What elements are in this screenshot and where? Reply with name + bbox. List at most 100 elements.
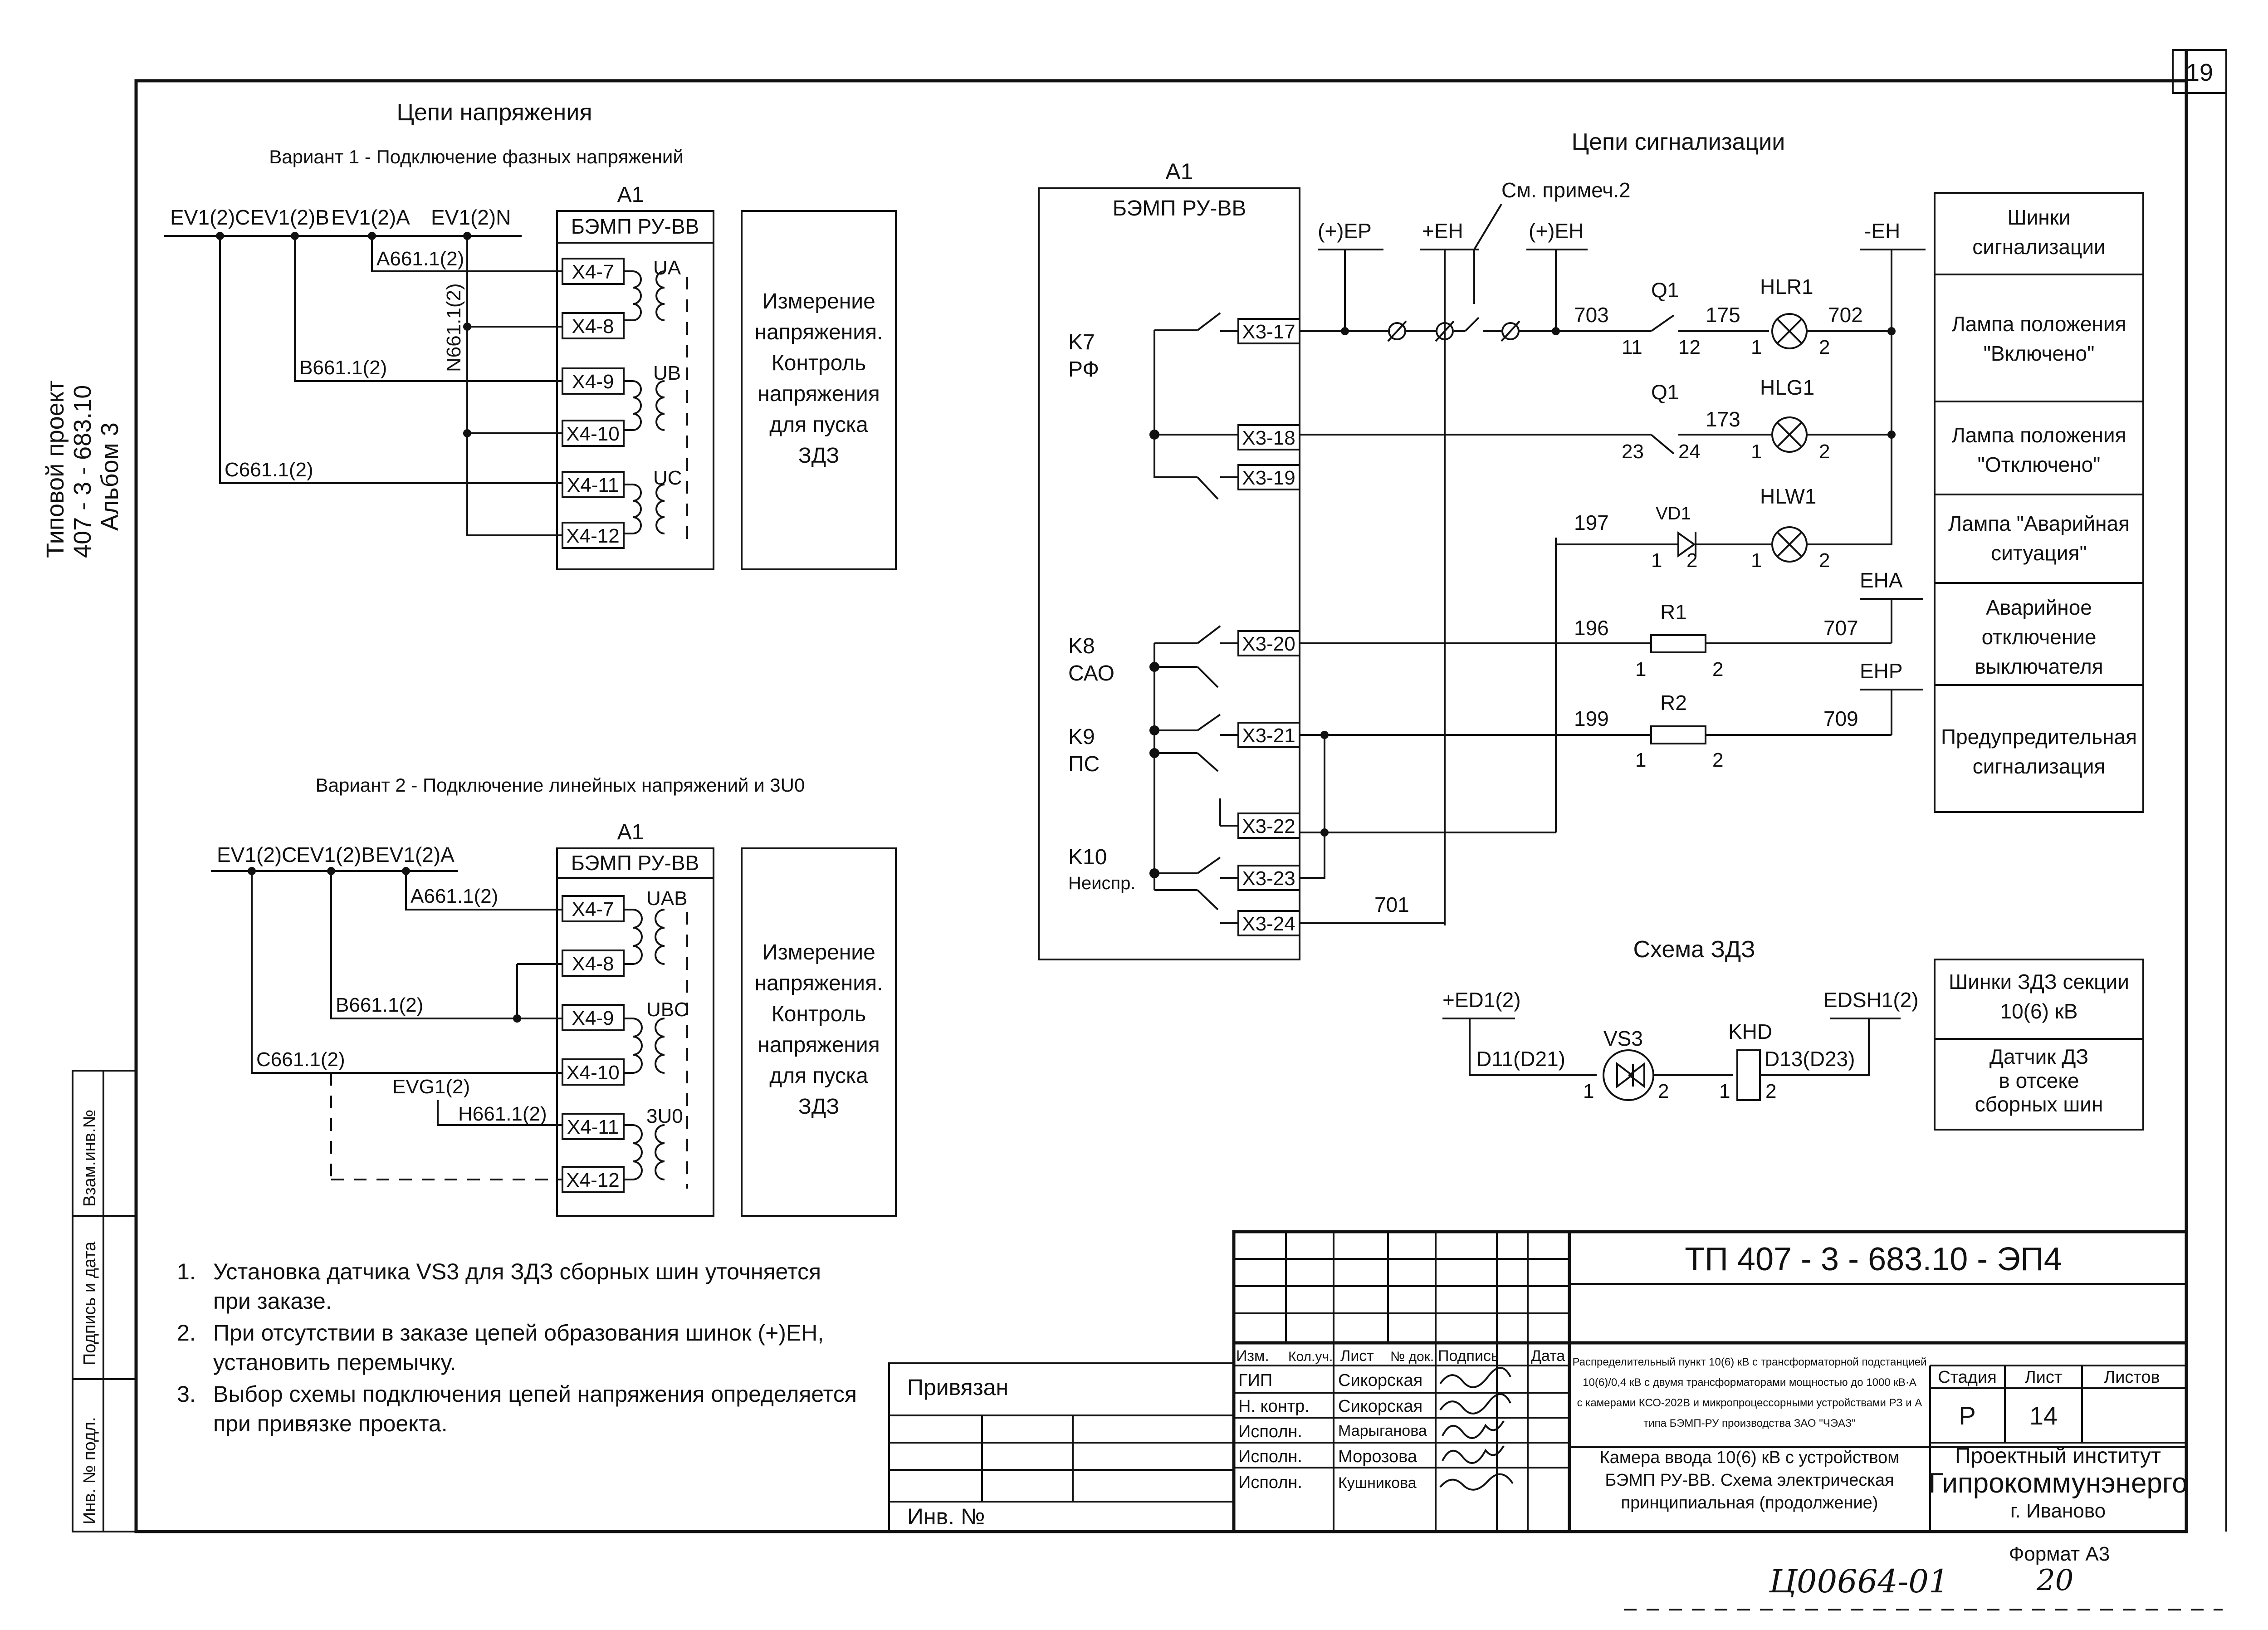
legend-6-a: Предупредительная	[1941, 725, 2137, 749]
v2-description-box: Измерение напряжения. Контроль напряжени…	[741, 847, 897, 1217]
sig-term-2: X3-18	[1242, 427, 1295, 449]
v2-term-6: X4-12	[566, 1169, 619, 1191]
note-2-line-1: При отсутствии в заказе цепей образовани…	[213, 1320, 824, 1346]
resistor-r2: R2	[1660, 691, 1687, 715]
v1-desc-1: Измерение	[762, 289, 875, 313]
lamp-hlw1: HLW1	[1760, 485, 1816, 508]
signal-wiring: (+)EP +EH (+)EH -EH См. примеч.2 703 Q1 …	[1300, 178, 1926, 925]
staff-role-3: Исполн.	[1238, 1422, 1302, 1441]
v1-bus-a: EV1(2)A	[331, 206, 410, 229]
legend-5-c: выключателя	[1975, 655, 2103, 678]
handwritten-page: 20	[2036, 1564, 2073, 1597]
relay-k8-sub: САО	[1068, 661, 1114, 685]
staff-role-4: Исполн.	[1238, 1447, 1302, 1466]
v2-term-2: X4-8	[572, 953, 614, 975]
v2-tv-uab: UAB	[646, 887, 687, 910]
signal-legend: Шинки сигнализации Лампа положения "Вклю…	[1934, 192, 2144, 813]
doc-code: ТП 407 - 3 - 683.10 - ЭП4	[1685, 1241, 2062, 1278]
stage-value: Р	[1959, 1401, 1975, 1430]
wire-703: 703	[1574, 303, 1609, 327]
sig-term-1: X3-17	[1242, 321, 1295, 343]
sheet-title-2: БЭМП РУ-ВВ. Схема электрическая	[1605, 1471, 1894, 1490]
note-2-num: 2.	[177, 1320, 196, 1346]
zdz-legend-1-b: 10(6) кВ	[2000, 999, 2078, 1023]
v1-desc-4: напряжения	[758, 382, 880, 406]
v1-desc-3: Контроль	[772, 351, 866, 375]
stage-label: Стадия	[1938, 1368, 1997, 1387]
zdz-bus-left: +ED1(2)	[1442, 988, 1521, 1012]
v2-bus-b: EV1(2)B	[296, 843, 375, 866]
bus-eha: EHA	[1860, 568, 1903, 592]
v1-wire-a: A661.1(2)	[376, 248, 464, 270]
v1-bus-b: EV1(2)B	[250, 206, 329, 229]
sig-term-3: X3-19	[1242, 467, 1295, 489]
sig-term-4: X3-20	[1242, 633, 1295, 655]
vs3-pin-1: 1	[1583, 1080, 1594, 1102]
v2-desc-5: для пуска	[769, 1064, 868, 1088]
zdz-sensor: VS3	[1603, 1027, 1643, 1050]
staff-name-4: Морозова	[1338, 1447, 1418, 1466]
sheet-value: 14	[2029, 1401, 2058, 1430]
zdz-legend-2-b: в отсеке	[1999, 1069, 2079, 1092]
side-project-label: Типовой проект 407 - 3 - 683.10 Альбом 3	[42, 380, 123, 558]
v1-tv-ua: UA	[653, 257, 681, 279]
q1-pin-11: 11	[1622, 336, 1642, 358]
q1-pin-24: 24	[1678, 441, 1701, 463]
note-3-num: 3.	[177, 1381, 196, 1407]
v2-wire-c: C661.1(2)	[256, 1048, 345, 1071]
legend-3-b: "Отключено"	[1977, 453, 2100, 476]
v2-desc-1: Измерение	[762, 940, 875, 964]
v1-title: Вариант 1 - Подключение фазных напряжени…	[269, 146, 684, 167]
sheet-title-1: Камера ввода 10(6) кВ с устройством	[1600, 1448, 1900, 1467]
title-block: Привязан Инв. № ТП 407 - 3 - 683.10 - ЭП…	[888, 1230, 2188, 1533]
v1-bus-c: EV1(2)C	[170, 206, 250, 229]
signal-block-ref: A1	[1165, 159, 1193, 184]
side-stamp-signature-date: Подпись и дата	[80, 1241, 99, 1366]
v1-bus-n: EV1(2)N	[431, 206, 511, 229]
hlr1-pin-1: 1	[1751, 336, 1762, 358]
v2-desc-3: Контроль	[772, 1002, 866, 1026]
v1-desc-2: напряжения.	[755, 320, 883, 344]
sheets-label: Листов	[2104, 1368, 2160, 1387]
hdr-list: Лист	[1340, 1347, 1374, 1365]
object-desc-2: 10(6)/0,4 кВ с двумя трансформаторами мо…	[1583, 1376, 1916, 1389]
hdr-kolvo: Кол.уч.	[1288, 1349, 1333, 1364]
wire-197: 197	[1574, 511, 1609, 534]
zdz-wire-right: D13(D23)	[1765, 1047, 1855, 1071]
sheet-title-3: принципиальная (продолжение)	[1621, 1493, 1878, 1513]
r2-pin-1: 1	[1635, 749, 1646, 771]
r1-pin-1: 1	[1635, 658, 1646, 680]
staff-name-3: Марыганова	[1338, 1422, 1427, 1439]
hlg1-pin-1: 1	[1751, 441, 1762, 463]
staff-role-1: ГИП	[1238, 1371, 1272, 1390]
sig-term-7: X3-23	[1242, 867, 1295, 890]
v1-wire-c: C661.1(2)	[225, 459, 313, 481]
vs3-pin-2: 2	[1658, 1080, 1669, 1102]
vd1-pin-1: 1	[1651, 549, 1662, 572]
relay-k7-sub: РФ	[1068, 357, 1099, 382]
q1-bottom: Q1	[1651, 380, 1679, 404]
v1-wire-b: B661.1(2)	[299, 357, 387, 379]
signal-block: A1 БЭМП РУ-ВВ K7 РФ K8 САО K9 ПС K10 Неи…	[1038, 159, 1300, 960]
v1-wiring: A661.1(2) N661.1(2) B661.1(2) C661.1(2)	[216, 232, 562, 536]
v1-term-2: X4-8	[572, 315, 614, 338]
legend-1-b: сигнализации	[1972, 235, 2105, 259]
v1-term-6: X4-12	[566, 525, 619, 547]
hdr-date: Дата	[1531, 1347, 1565, 1365]
hlw1-pin-1: 1	[1751, 549, 1762, 572]
zdz-relay: KHD	[1728, 1020, 1772, 1043]
legend-4-a: Лампа "Аварийная	[1948, 512, 2130, 535]
object-desc-4: типа БЭМП-РУ производства ЗАО "ЧЭАЗ"	[1643, 1417, 1856, 1429]
wire-199: 199	[1574, 707, 1609, 730]
q1-pin-12: 12	[1678, 336, 1701, 358]
sig-term-8: X3-24	[1242, 913, 1295, 935]
legend-6-b: сигнализация	[1973, 754, 2106, 778]
relay-k7: K7	[1068, 330, 1095, 354]
r2-pin-2: 2	[1712, 749, 1723, 771]
staff-name-1: Сикорская	[1338, 1371, 1422, 1390]
bus-ep: (+)EP	[1318, 219, 1372, 243]
side-stamp: Взам.инв.№ Подпись и дата Инв. № подл.	[72, 1070, 137, 1532]
v1-term-5: X4-11	[567, 474, 619, 496]
v1-term-4: X4-10	[566, 423, 619, 445]
